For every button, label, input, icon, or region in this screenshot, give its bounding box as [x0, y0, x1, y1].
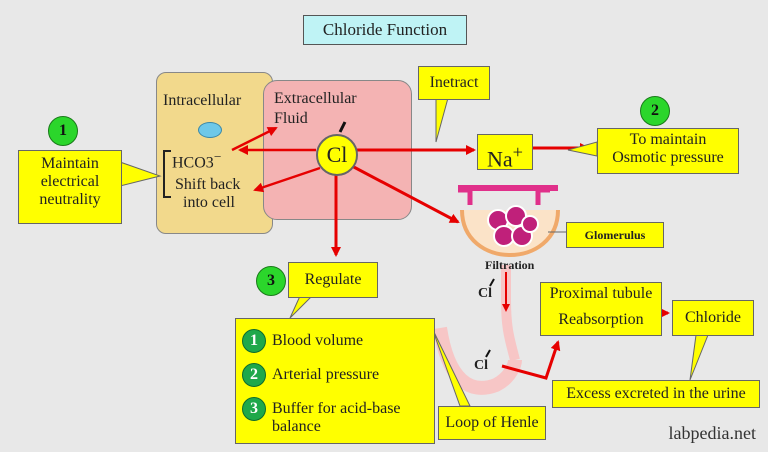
chloride-ion: Cl [316, 134, 358, 176]
number-badge-1: 1 [48, 116, 78, 146]
tubule [501, 265, 520, 362]
watermark: labpedia.net [668, 423, 756, 443]
afferent-vessel [458, 187, 550, 205]
extracellular-label-line1: Extracellular [274, 90, 357, 107]
maintain-line2: electrical [40, 173, 100, 190]
osmotic-line1: To maintain [629, 131, 707, 148]
intracellular-label: Intracellular [163, 92, 242, 109]
cl-tick-small1 [489, 278, 495, 287]
cell-nucleus-icon [198, 122, 222, 138]
sodium-box: Na+ [477, 134, 533, 171]
maintain-line1: Maintain [41, 155, 99, 172]
shift-line1: Shift back [175, 176, 241, 193]
maintain-line3: neutrality [39, 191, 101, 208]
glomerulus-label: Glomerulus [566, 222, 664, 248]
chloride-box: Chloride [672, 300, 754, 336]
bracket [163, 150, 171, 198]
list-number-1: 1 [242, 329, 266, 353]
cl-small-1: Cl [478, 286, 492, 301]
sodium-charge: + [512, 142, 523, 162]
shift-line2: into cell [183, 194, 235, 211]
filtration-label: Filtration [485, 258, 535, 272]
excess-box: Excess excreted in the urine [552, 380, 760, 408]
callout-tail-regulate [289, 295, 314, 319]
list-number-3: 3 [242, 397, 266, 421]
extracellular-label-line2: Fluid [274, 110, 308, 127]
proximal-line1: Proximal tubule [549, 285, 653, 302]
callout-tail-chloride [689, 334, 709, 381]
regulate-box: Regulate [288, 262, 378, 298]
arrow-to-shift [253, 166, 321, 193]
loop-box: Loop of Henle [438, 406, 546, 440]
hco3-charge: − [213, 149, 222, 164]
cl-tick-small2 [485, 349, 491, 358]
regulate-list: 1 Blood volume 2 Arterial pressure 3 Buf… [235, 318, 435, 444]
cl-small-2: Cl [474, 358, 488, 373]
glomerulus-capillaries [487, 205, 539, 247]
arrow-hco3-up [231, 126, 278, 152]
cl-tick-center [338, 121, 347, 133]
proximal-box: Proximal tubule Reabsorption [540, 282, 662, 336]
proximal-line2: Reabsorption [558, 311, 644, 328]
osmotic-box: To maintain Osmotic pressure [597, 128, 739, 174]
interact-box: Inetract [418, 66, 490, 100]
callout-tail-interact [435, 97, 449, 143]
callout-tail-loop [431, 327, 471, 407]
maintain-box: Maintain electrical neutrality [18, 150, 122, 224]
arrow-to-proximal [501, 340, 561, 380]
osmotic-line2: Osmotic pressure [612, 149, 724, 166]
list-number-2: 2 [242, 363, 266, 387]
number-badge-3: 3 [256, 266, 286, 296]
hco3-label: HCO3− [172, 149, 222, 172]
list-item-3: Buffer for acid-base [272, 400, 401, 417]
list-item-1: Blood volume [272, 332, 364, 349]
callout-tail-osmotic [567, 141, 598, 157]
diagram-title: Chloride Function [303, 15, 467, 45]
callout-tail-maintain [119, 161, 162, 187]
list-item-2: Arterial pressure [272, 366, 380, 383]
list-item-3-cont: balance [272, 418, 321, 435]
vessel-bar [458, 185, 558, 191]
arrow-to-glomerulus [349, 163, 460, 224]
intracellular-box [156, 72, 273, 234]
number-badge-2: 2 [640, 96, 670, 126]
